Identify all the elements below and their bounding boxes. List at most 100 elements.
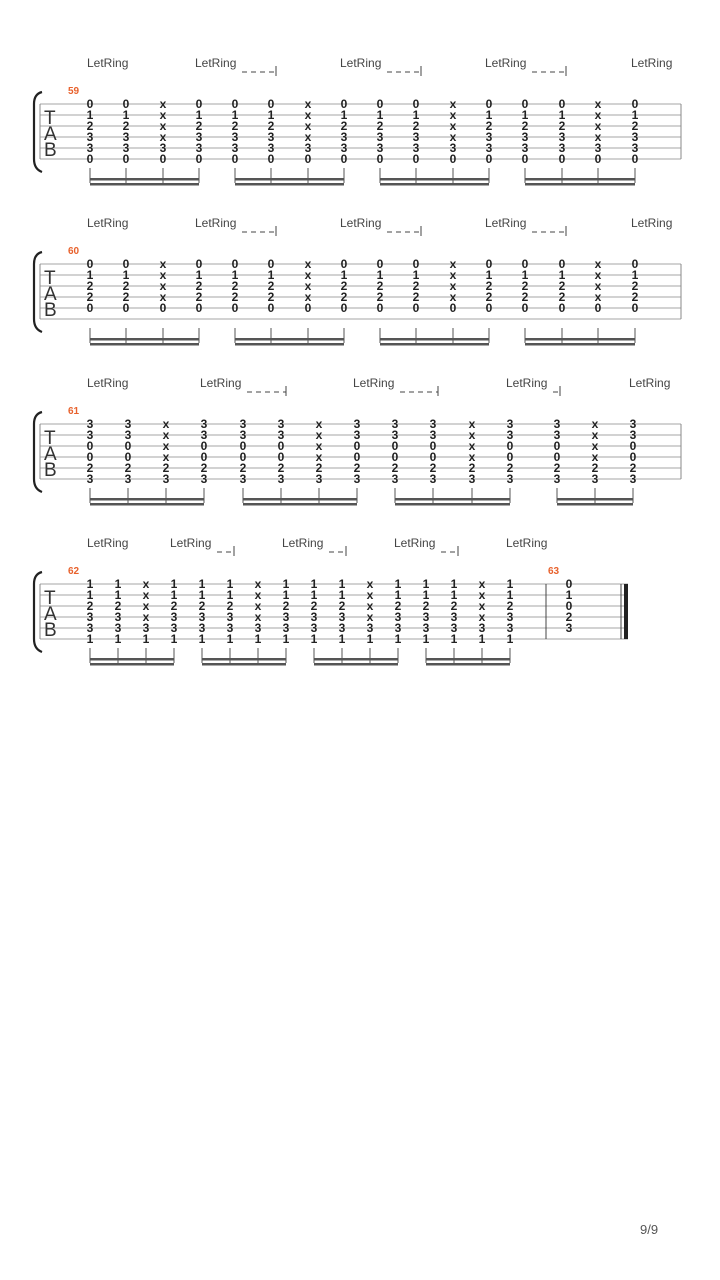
- fret-number: 2: [341, 279, 348, 293]
- fret-number: 1: [87, 588, 94, 602]
- tab-clef-letter: T: [44, 108, 56, 129]
- fret-number: 0: [196, 152, 203, 166]
- fret-number: 0: [559, 257, 566, 271]
- fret-number: 3: [311, 621, 318, 635]
- fret-number: 1: [87, 577, 94, 591]
- fret-number: 1: [413, 268, 420, 282]
- fret-number: 3: [240, 428, 247, 442]
- beam: [90, 498, 204, 501]
- letring-label: LetRing: [485, 216, 526, 230]
- fret-number: 1: [87, 268, 94, 282]
- beam: [235, 343, 344, 346]
- fret-number: x: [367, 588, 374, 602]
- fret-number: 3: [592, 472, 599, 486]
- fret-number: 2: [341, 119, 348, 133]
- fret-number: 1: [283, 632, 290, 646]
- fret-number: x: [143, 588, 150, 602]
- fret-number: 3: [423, 621, 430, 635]
- fret-number: 3: [354, 472, 361, 486]
- fret-number: 2: [413, 119, 420, 133]
- fret-number: 2: [87, 599, 94, 613]
- fret-number: x: [316, 450, 323, 464]
- letring-label: LetRing: [195, 216, 236, 230]
- fret-number: 1: [268, 108, 275, 122]
- fret-number: 2: [196, 119, 203, 133]
- fret-number: x: [592, 417, 599, 431]
- fret-number: 0: [377, 97, 384, 111]
- letring-label: LetRing: [506, 376, 547, 390]
- system-bracket: [32, 570, 43, 654]
- fret-number: x: [450, 279, 457, 293]
- tab-clef-letter: A: [44, 284, 57, 305]
- fret-number: 1: [423, 577, 430, 591]
- fret-number: 0: [566, 599, 573, 613]
- fret-number: 0: [87, 257, 94, 271]
- fret-number: 0: [240, 439, 247, 453]
- fret-number: 3: [522, 141, 529, 155]
- tab-clef-letter: A: [44, 604, 57, 625]
- letring-label: LetRing: [87, 536, 128, 550]
- fret-number: 2: [171, 599, 178, 613]
- fret-number: 3: [479, 621, 486, 635]
- fret-number: x: [450, 97, 457, 111]
- fret-number: 2: [123, 279, 130, 293]
- beam: [90, 343, 199, 346]
- fret-number: x: [160, 130, 167, 144]
- fret-number: 2: [430, 461, 437, 475]
- fret-number: 0: [341, 152, 348, 166]
- fret-number: x: [479, 599, 486, 613]
- fret-number: 3: [143, 621, 150, 635]
- fret-number: 2: [566, 610, 573, 624]
- beam: [557, 498, 633, 501]
- beam: [202, 658, 286, 661]
- fret-number: 2: [554, 461, 561, 475]
- fret-number: 2: [559, 279, 566, 293]
- fret-number: x: [305, 108, 312, 122]
- tab-clef-letter: B: [44, 140, 57, 161]
- fret-number: 1: [283, 577, 290, 591]
- beam: [525, 183, 635, 186]
- beam: [90, 503, 204, 506]
- fret-number: 3: [201, 428, 208, 442]
- fret-number: x: [305, 97, 312, 111]
- fret-number: 1: [199, 588, 206, 602]
- fret-number: 1: [171, 632, 178, 646]
- fret-number: 3: [430, 428, 437, 442]
- letring-label: LetRing: [631, 216, 672, 230]
- fret-number: 1: [339, 588, 346, 602]
- fret-number: 3: [554, 428, 561, 442]
- fret-number: 0: [87, 439, 94, 453]
- fret-number: 0: [123, 257, 130, 271]
- fret-number: 3: [554, 472, 561, 486]
- fret-number: 2: [115, 599, 122, 613]
- beam: [525, 338, 635, 341]
- fret-number: 2: [125, 461, 132, 475]
- fret-number: x: [305, 130, 312, 144]
- letring-label: LetRing: [87, 56, 128, 70]
- fret-number: 0: [87, 152, 94, 166]
- fret-number: 0: [196, 257, 203, 271]
- fret-number: 3: [522, 130, 529, 144]
- fret-number: 1: [196, 108, 203, 122]
- fret-number: 2: [413, 290, 420, 304]
- fret-number: 2: [201, 461, 208, 475]
- fret-number: x: [160, 257, 167, 271]
- fret-number: 0: [232, 257, 239, 271]
- fret-number: 0: [125, 450, 132, 464]
- fret-number: x: [255, 588, 262, 602]
- fret-number: x: [479, 610, 486, 624]
- fret-number: 2: [559, 119, 566, 133]
- fret-number: 2: [227, 599, 234, 613]
- fret-number: 3: [451, 621, 458, 635]
- fret-number: x: [305, 257, 312, 271]
- beam: [90, 338, 199, 341]
- fret-number: 3: [395, 610, 402, 624]
- fret-number: 3: [377, 141, 384, 155]
- fret-number: x: [255, 599, 262, 613]
- fret-number: 3: [486, 130, 493, 144]
- fret-number: 1: [311, 577, 318, 591]
- letring-label: LetRing: [340, 216, 381, 230]
- fret-number: x: [316, 439, 323, 453]
- beam: [525, 178, 635, 181]
- fret-number: 0: [125, 439, 132, 453]
